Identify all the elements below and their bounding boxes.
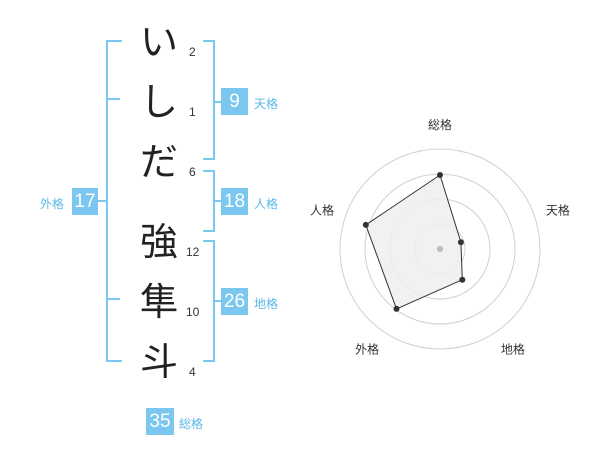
radar-ring	[339, 148, 541, 350]
chikaku-label: 地格	[254, 297, 279, 311]
radar-axis-label-5: 人格	[310, 203, 334, 218]
gaikaku-label: 外格	[40, 197, 65, 211]
tenkaku-value: 9	[221, 88, 248, 115]
soukaku-label: 総格	[179, 417, 204, 431]
radar-point-1	[437, 172, 443, 178]
stroke-count-3: 6	[189, 165, 196, 179]
radar-center-dot	[437, 246, 443, 252]
stroke-count-6: 4	[189, 365, 196, 379]
radar-axis-label-3: 地格	[501, 341, 525, 356]
jinkaku-value: 18	[221, 188, 248, 215]
radar-data-points	[362, 172, 466, 312]
name-char-1: い	[139, 20, 178, 64]
jinkaku-bracket	[203, 170, 215, 232]
chikaku-connector	[215, 300, 221, 302]
radar-axis-label-2: 天格	[546, 203, 570, 218]
stroke-count-4: 12	[186, 245, 200, 259]
chikaku-value: 26	[221, 288, 248, 315]
chikaku-bracket	[203, 240, 215, 362]
tenkaku-connector	[215, 101, 221, 103]
stroke-count-5: 10	[186, 305, 200, 319]
tenkaku-bracket	[203, 40, 215, 160]
name-char-6: 斗	[139, 340, 178, 384]
jinkaku-label: 人格	[254, 197, 279, 211]
name-char-4: 強	[139, 220, 178, 264]
gaikaku-connector	[98, 200, 106, 202]
radar-axis-label-1: 総格	[428, 117, 452, 132]
name-char-2: し	[139, 80, 178, 124]
stroke-count-1: 2	[189, 45, 196, 59]
tenkaku-label: 天格	[254, 97, 279, 111]
jinkaku-connector	[215, 200, 221, 202]
radar-value-area	[365, 174, 463, 310]
name-char-5: 隼	[139, 280, 178, 324]
gaikaku-bracket	[106, 40, 122, 362]
stroke-count-2: 1	[189, 105, 196, 119]
gaikaku-bracket-tick-lower	[106, 298, 120, 300]
radar-axis-label-4: 外格	[355, 341, 379, 356]
radar-point-4	[393, 305, 400, 312]
gaikaku-bracket-tick-upper	[106, 98, 120, 100]
soukaku-value: 35	[146, 408, 174, 435]
name-char-3: だ	[139, 140, 178, 184]
radar-point-2	[457, 239, 464, 246]
gaikaku-value: 17	[72, 188, 98, 215]
radar-point-5	[362, 221, 369, 228]
radar-point-3	[459, 276, 466, 283]
